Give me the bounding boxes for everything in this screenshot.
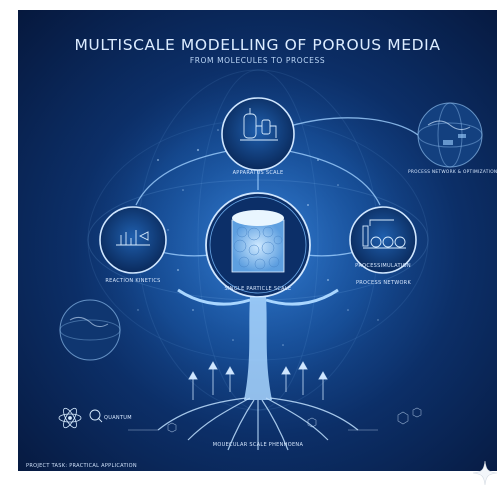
quantum-icon xyxy=(89,409,103,423)
atom-icon xyxy=(58,407,82,429)
label-apparatus: APPARATUS SCALE xyxy=(232,170,284,176)
particle-node xyxy=(205,192,311,298)
label-process-network: PROCESS NETWORK xyxy=(355,280,412,286)
poster: MULTISCALE MODELLING OF POROUS MEDIA FRO… xyxy=(18,10,497,471)
upward-arrows xyxy=(188,361,328,400)
sparkle-icon xyxy=(472,460,497,486)
particle-icon xyxy=(231,210,285,273)
reaction-kinetics-icon xyxy=(116,230,150,246)
apparatus-icon xyxy=(240,108,278,141)
apparatus-node xyxy=(221,97,295,171)
optimization-globe xyxy=(417,102,483,168)
poster-artwork xyxy=(58,69,483,451)
footer-text: PROJECT TASK: PRACTICAL APPLICATION xyxy=(26,463,137,469)
globe-icon xyxy=(59,299,121,361)
poster-title: MULTISCALE MODELLING OF POROUS MEDIA xyxy=(74,36,441,54)
process-node xyxy=(349,206,417,274)
process-plant-icon xyxy=(362,219,406,249)
poster-subtitle: FROM MOLECULES TO PROCESS xyxy=(189,56,326,65)
label-molecular-scale: MOUECULAR SCALE PHENHOENA xyxy=(212,442,304,448)
label-quantum: QUANTUM xyxy=(104,415,132,421)
tree xyxy=(157,288,359,451)
reaction-node xyxy=(99,206,167,274)
label-processimulation: PROCESSIMULATION xyxy=(355,263,411,269)
label-optimization: PROCESS NETWORK & OPTIMIZATION xyxy=(408,170,497,175)
label-reaction-kinetics: REACTION KINETICS xyxy=(105,278,161,284)
molecular-structures xyxy=(128,407,422,433)
label-single-particle: SINGLE PARTICLE SCALE xyxy=(224,286,292,292)
